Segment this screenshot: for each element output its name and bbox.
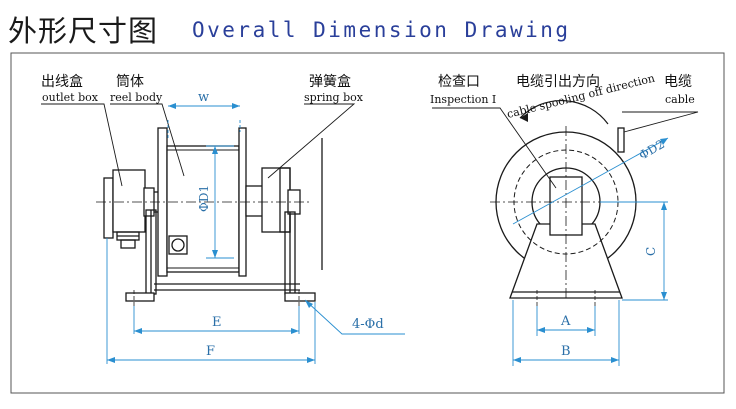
left-foot bbox=[125, 292, 155, 302]
drawing-frame bbox=[10, 52, 725, 394]
inspection-label-cn: 检查口 bbox=[438, 74, 480, 90]
outlet-box-label-cn: 出线盒 bbox=[41, 73, 83, 90]
cable-label-en: cable bbox=[665, 93, 695, 106]
spring-box-leader bbox=[267, 103, 356, 179]
dim-holes-label: 4-Φd bbox=[352, 317, 384, 332]
cable-direction-label-cn: 电缆引出方向 bbox=[516, 74, 600, 90]
dim-d2-line bbox=[512, 137, 669, 225]
outlet-box-flange bbox=[103, 177, 114, 239]
outlet-box-label-en: outlet box bbox=[42, 91, 99, 104]
dim-w-label: w bbox=[198, 90, 209, 105]
spring-shaft bbox=[245, 185, 265, 217]
reel-body-label-en: reel body bbox=[110, 91, 163, 104]
dim-f-label: F bbox=[206, 344, 215, 359]
reel-body-label-cn: 筒体 bbox=[116, 73, 144, 90]
spring-box-label-cn: 弹簧盒 bbox=[309, 73, 351, 90]
dim-c-label: C bbox=[644, 247, 658, 256]
cable-leader bbox=[622, 111, 699, 133]
cable-direction-arrow bbox=[519, 100, 609, 125]
page-title-en: Overall Dimension Drawing bbox=[192, 18, 571, 42]
dim-e-label: E bbox=[212, 315, 222, 330]
dim-a-label: A bbox=[560, 314, 571, 329]
dim-holes-leader bbox=[304, 299, 405, 335]
dim-d1-label: ΦD1 bbox=[197, 185, 211, 212]
cable-guide bbox=[617, 127, 625, 153]
reel-body-leader bbox=[110, 103, 185, 177]
dim-b-label: B bbox=[561, 344, 571, 359]
inspection-label-en: Inspection I bbox=[430, 93, 496, 106]
page-title-cn: 外形尺寸图 bbox=[8, 14, 159, 48]
outlet-leader bbox=[41, 103, 123, 187]
side-view bbox=[103, 127, 323, 302]
right-foot bbox=[284, 292, 316, 302]
inspection-leader bbox=[432, 107, 557, 189]
cable-label-cn: 电缆 bbox=[664, 74, 692, 90]
spring-box-label-en: spring box bbox=[304, 91, 364, 104]
spring-box bbox=[261, 167, 291, 233]
outlet-box-body bbox=[112, 169, 146, 233]
